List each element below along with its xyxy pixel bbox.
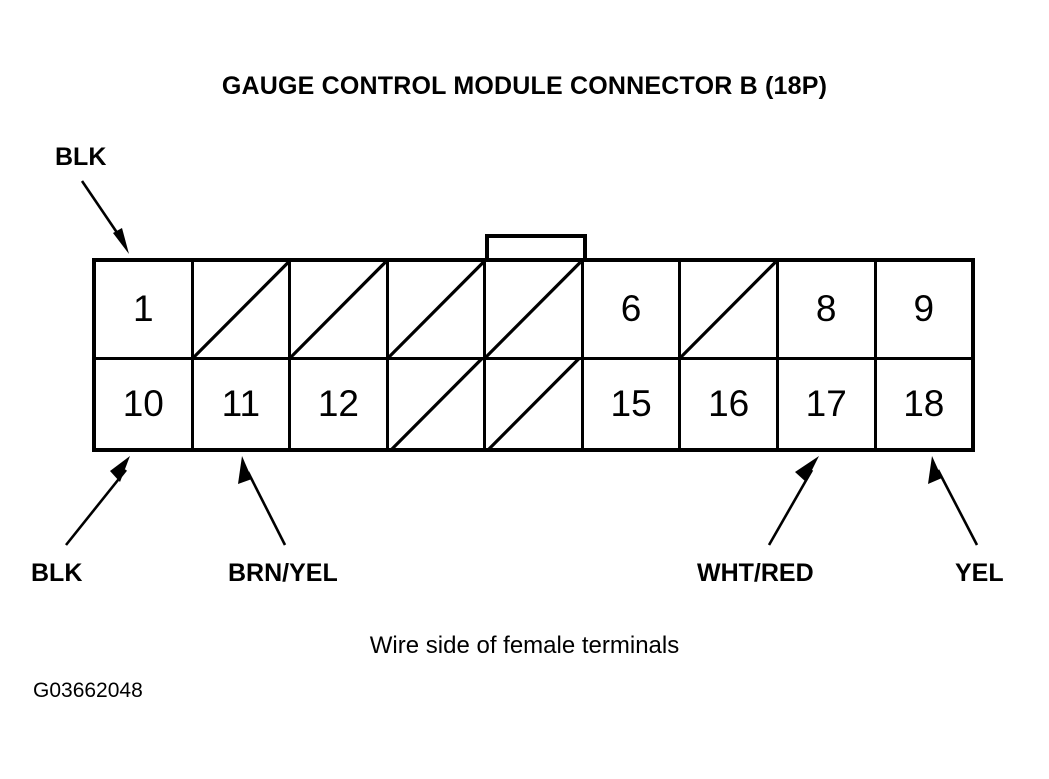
pin-number: 9 (913, 288, 935, 329)
blank-pin-slash-icon (681, 262, 776, 357)
leader-arrow-blk-top (80, 180, 129, 254)
pin-row-bottom: 10 11 12 15 16 17 18 (96, 357, 971, 452)
pin-cell-blank (291, 262, 389, 357)
blank-pin-slash-icon (194, 262, 289, 357)
wire-label-yel: YEL (955, 559, 1004, 587)
pin-cell: 9 (877, 262, 972, 357)
pin-cell-blank (389, 262, 487, 357)
pin-cell: 11 (194, 357, 292, 452)
pin-number: 1 (132, 288, 154, 329)
leader-arrow-blk-bottom (64, 456, 130, 546)
wire-label-brn-yel: BRN/YEL (228, 559, 338, 587)
pin-cell: 17 (779, 357, 877, 452)
pin-cell-blank (389, 357, 487, 452)
row-divider (96, 357, 971, 360)
wire-label-blk-top: BLK (55, 143, 107, 171)
pin-cell: 16 (681, 357, 779, 452)
pin-number: 16 (708, 383, 750, 424)
wire-label-blk-bottom: BLK (31, 559, 83, 587)
pin-cell-blank (681, 262, 779, 357)
pin-number: 11 (221, 383, 261, 424)
figure-id: G03662048 (33, 679, 143, 702)
pin-number: 10 (122, 383, 164, 424)
diagram-caption: Wire side of female terminals (369, 632, 680, 659)
pin-number: 12 (317, 383, 359, 424)
page-title: GAUGE CONTROL MODULE CONNECTOR B (18P) (221, 72, 828, 100)
pin-cell-blank (486, 262, 584, 357)
pin-cell-blank (194, 262, 292, 357)
wire-label-wht-red: WHT/RED (697, 559, 814, 587)
leader-arrow-yel (928, 456, 979, 546)
pin-cell: 18 (877, 357, 972, 452)
blank-pin-slash-icon (291, 262, 386, 357)
pin-cell: 12 (291, 357, 389, 452)
pin-number: 17 (805, 383, 847, 424)
pin-number: 18 (903, 383, 945, 424)
pin-cell: 8 (779, 262, 877, 357)
pin-cell-blank (486, 357, 584, 452)
pin-cell: 10 (96, 357, 194, 452)
connector-locking-tab (485, 234, 587, 260)
blank-pin-slash-icon (389, 357, 484, 452)
pin-cell: 15 (584, 357, 682, 452)
pin-number: 8 (815, 288, 837, 329)
pin-cell: 6 (584, 262, 682, 357)
blank-pin-slash-icon (486, 357, 581, 452)
pin-number: 6 (620, 288, 642, 329)
pin-number: 15 (610, 383, 652, 424)
leader-arrow-wht-red (767, 456, 819, 546)
blank-pin-slash-icon (389, 262, 484, 357)
pin-cell: 1 (96, 262, 194, 357)
blank-pin-slash-icon (486, 262, 581, 357)
leader-arrow-brn-yel (238, 456, 287, 546)
